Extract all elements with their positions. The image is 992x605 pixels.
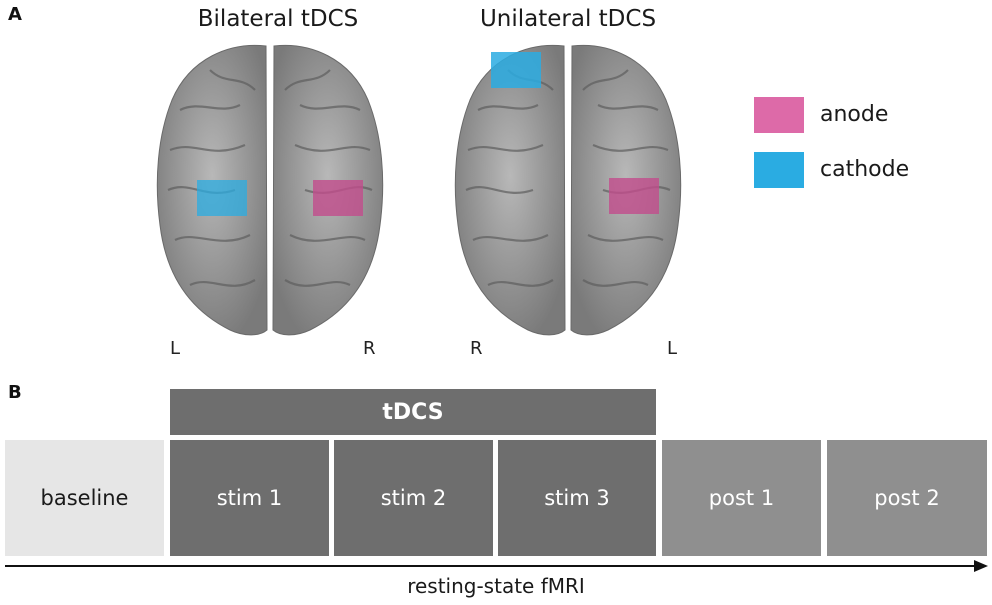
block-post-1: post 1 [662, 440, 821, 556]
bilateral-right-label: R [363, 338, 376, 359]
unilateral-left-label: R [470, 338, 483, 359]
block-post-2: post 2 [827, 440, 987, 556]
block-stim-1: stim 1 [170, 440, 329, 556]
unilateral-right-label: L [667, 338, 678, 359]
panel-a-letter: A [8, 4, 22, 25]
bilateral-brain-image [156, 44, 384, 336]
block-stim-3: stim 3 [498, 440, 656, 556]
legend-swatch-anode [754, 97, 804, 133]
block-stim-2: stim 2 [334, 440, 493, 556]
block-label: baseline [40, 486, 129, 510]
block-label: post 2 [874, 486, 940, 510]
block-label: stim 1 [216, 486, 283, 510]
bilateral-left-label: L [170, 338, 181, 359]
bilateral-title: Bilateral tDCS [197, 6, 359, 32]
block-baseline: baseline [5, 440, 164, 556]
legend-label-anode: anode [820, 102, 889, 127]
block-label: stim 3 [544, 486, 610, 510]
block-label: stim 2 [380, 486, 447, 510]
unilateral-title: Unilateral tDCS [479, 6, 657, 32]
tdcs-bar-label: tDCS [382, 399, 444, 425]
axis-label: resting-state fMRI [407, 574, 585, 598]
legend-swatch-cathode [754, 152, 804, 188]
time-axis-arrow [5, 560, 988, 572]
unilateral-brain-image [454, 44, 682, 336]
tdcs-bar: tDCS [170, 389, 656, 435]
panel-b-letter: B [8, 382, 22, 403]
block-label: post 1 [708, 486, 775, 510]
legend-label-cathode: cathode [820, 157, 910, 182]
